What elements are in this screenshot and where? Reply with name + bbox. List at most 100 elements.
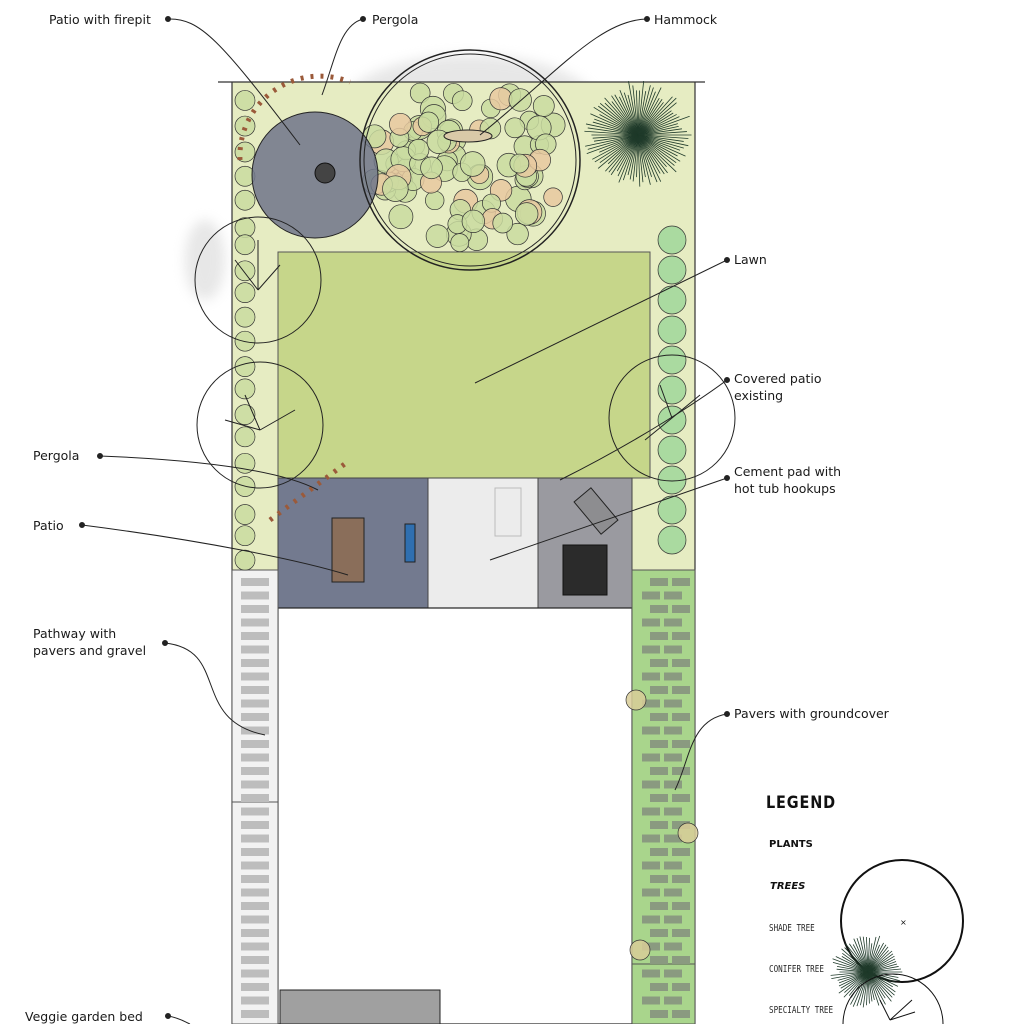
- shrub: [388, 204, 414, 230]
- shrub: [234, 90, 256, 111]
- legend-title: LEGEND: [766, 793, 837, 813]
- shrub: [234, 282, 256, 304]
- paver: [241, 605, 269, 613]
- legend-plants: PLANTS: [769, 839, 813, 850]
- paver: [241, 848, 269, 856]
- door: [494, 487, 522, 537]
- shrub: [234, 378, 256, 400]
- paver: [642, 672, 660, 681]
- leader-lines: [79, 16, 730, 1024]
- paver: [664, 780, 682, 789]
- label-pathway: Pathway with pavers and gravel: [33, 625, 146, 659]
- shade-tree-hammock: [359, 49, 581, 271]
- shrub: [506, 222, 529, 246]
- paver: [650, 740, 668, 748]
- paver: [650, 686, 668, 694]
- paver: [664, 969, 682, 978]
- pergola-left: [268, 458, 352, 522]
- legend-symbols: ×: [830, 859, 964, 1024]
- shrub: [234, 234, 256, 256]
- paver: [642, 699, 660, 708]
- paver: [241, 699, 269, 708]
- paver: [642, 618, 660, 627]
- shrub: [657, 495, 687, 525]
- paver: [664, 942, 682, 951]
- paver: [642, 969, 660, 978]
- shrub: [382, 175, 409, 202]
- shrub: [657, 225, 687, 255]
- paver: [241, 632, 269, 640]
- shrub: [657, 375, 687, 405]
- paver: [664, 888, 682, 897]
- shrub: [657, 525, 687, 555]
- paver: [642, 645, 660, 654]
- shrub: [657, 345, 687, 375]
- shrub: [234, 306, 256, 328]
- shrub: [234, 504, 256, 525]
- paver: [672, 956, 690, 964]
- paver: [241, 753, 269, 762]
- shrub: [234, 115, 256, 137]
- firepit: [314, 162, 336, 184]
- veggie-bed: [279, 989, 441, 1024]
- paver: [672, 632, 690, 640]
- paver: [650, 821, 668, 829]
- paver: [650, 605, 668, 613]
- paver: [241, 618, 269, 627]
- paver: [241, 740, 269, 748]
- legend-conifer-icon: [830, 935, 903, 1008]
- shrub: [459, 151, 486, 177]
- paver: [642, 807, 660, 816]
- paver: [241, 969, 269, 978]
- paver: [241, 821, 269, 829]
- label-line: pavers and gravel: [33, 643, 147, 658]
- label-line: existing: [734, 388, 784, 403]
- paver: [241, 713, 269, 721]
- paver: [642, 834, 660, 843]
- label-patio: Patio: [33, 518, 64, 533]
- shrub: [234, 549, 256, 571]
- paver: [672, 740, 690, 748]
- paver: [664, 753, 682, 762]
- paver: [650, 983, 668, 991]
- paver: [241, 767, 269, 775]
- shrub: [657, 315, 687, 345]
- paver: [664, 726, 682, 735]
- bench: [404, 523, 416, 563]
- shrub: [509, 153, 530, 174]
- paver: [241, 875, 269, 883]
- paver: [650, 659, 668, 667]
- paver: [664, 699, 682, 708]
- paver: [664, 861, 682, 870]
- shrub: [425, 190, 445, 211]
- shrub: [461, 209, 485, 233]
- paver: [672, 1010, 690, 1018]
- label-pavers-groundcover: Pavers with groundcover: [734, 706, 889, 721]
- shrub: [234, 330, 256, 352]
- paver: [642, 915, 660, 924]
- shrub: [407, 138, 430, 161]
- shrub: [625, 689, 647, 711]
- label-line: Cement pad with: [734, 464, 842, 479]
- paver: [241, 983, 269, 991]
- paver: [642, 780, 660, 789]
- paver: [241, 780, 269, 789]
- paver: [650, 767, 668, 775]
- shrub: [417, 111, 440, 133]
- paver: [664, 834, 682, 843]
- shrub: [504, 117, 526, 139]
- paver: [642, 753, 660, 762]
- label-patio-firepit: Patio with firepit: [49, 12, 151, 27]
- label-line: Pathway with: [33, 626, 117, 641]
- covered-patio-area: [427, 477, 539, 609]
- paver: [672, 659, 690, 667]
- svg-text:×: ×: [900, 918, 907, 927]
- label-veggie: Veggie garden bed: [25, 1009, 143, 1024]
- lawn-area: [277, 251, 651, 479]
- paver: [241, 929, 269, 937]
- shrub: [425, 224, 450, 248]
- shrub: [532, 95, 555, 117]
- legend-trees: TREES: [770, 881, 806, 892]
- paver: [650, 713, 668, 721]
